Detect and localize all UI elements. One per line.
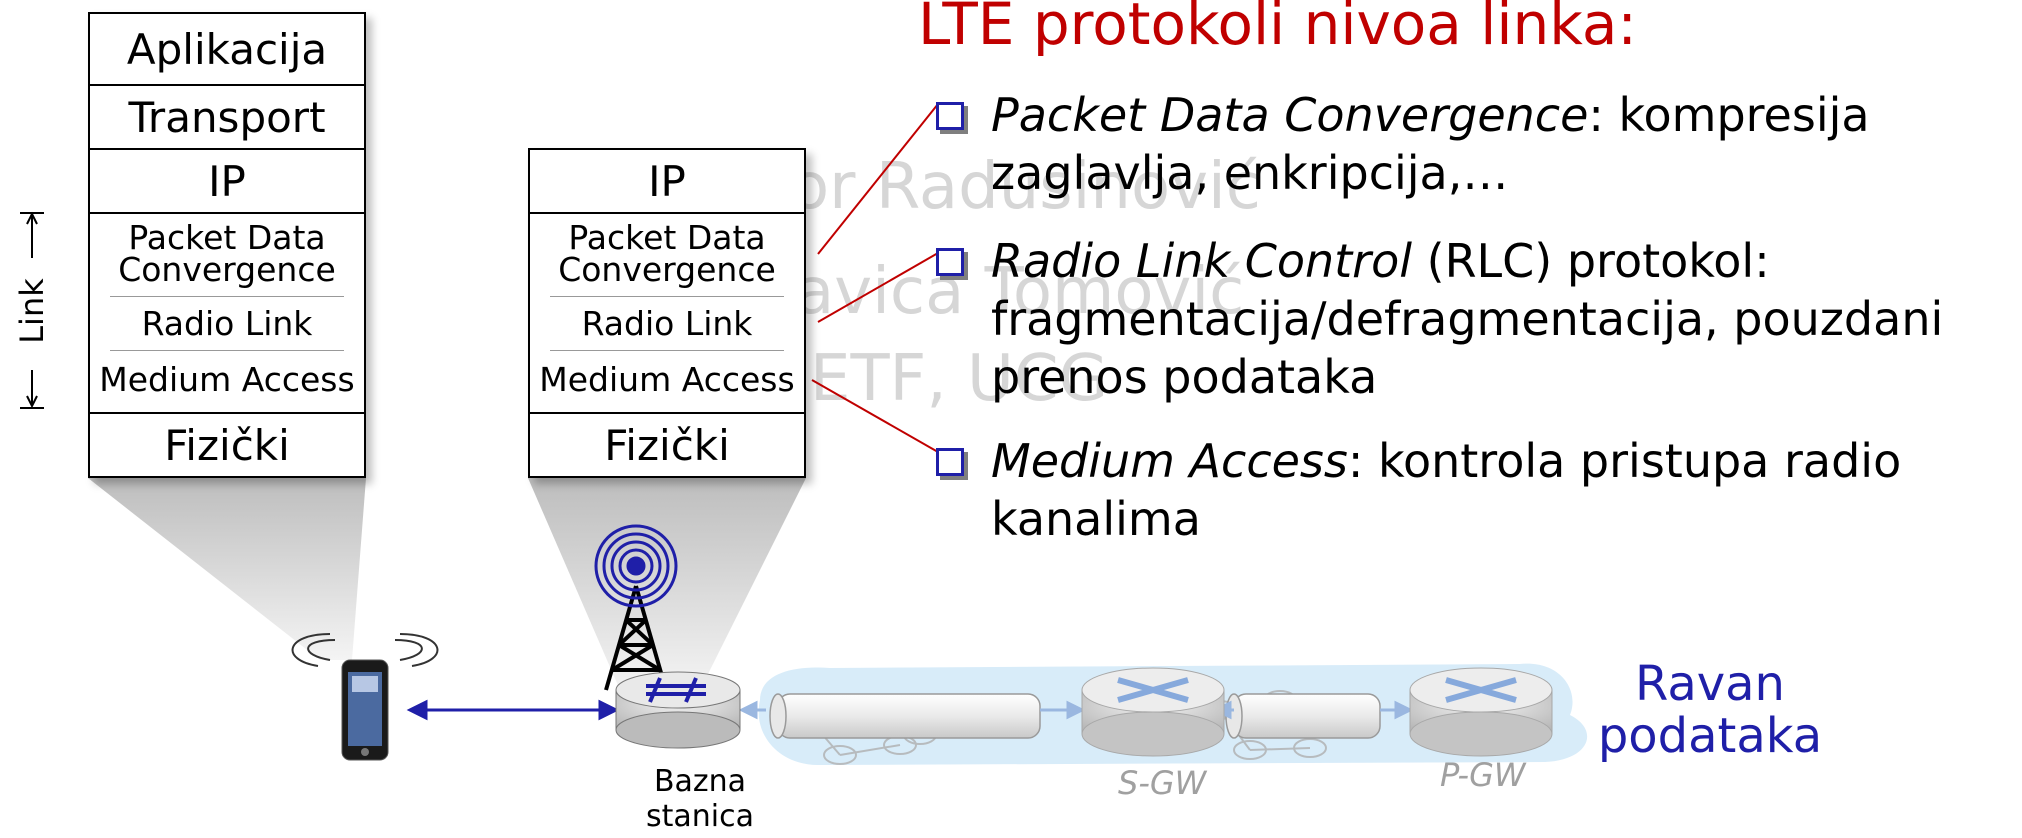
watermark-line-3: ETF, UCG: [810, 342, 1109, 416]
tunnel-1: [769, 693, 1041, 739]
phone-beam: [88, 478, 366, 660]
layer-medium-access: Medium Access: [539, 360, 795, 399]
bullet-term: Medium Access: [991, 434, 1348, 488]
p-gw-router-icon: [1409, 667, 1553, 757]
bullet-box-icon: [936, 248, 964, 276]
layer-radio-link: Radio Link: [581, 304, 753, 343]
layer-medium-access: Medium Access: [99, 360, 355, 399]
bullet-radio-link-control: Radio Link Control (RLC) protokol: fragm…: [936, 232, 2006, 412]
p-gw-label: P-GW: [1440, 756, 1526, 794]
layer-divider: [90, 84, 364, 86]
tunnel-2: [1225, 693, 1381, 739]
layer-physical: Fizički: [164, 420, 290, 470]
phone-signal-icon: [291, 633, 439, 667]
data-plane-label: Ravan podataka: [1597, 656, 1823, 764]
layer-physical: Fizički: [604, 420, 730, 470]
bullet-term: Radio Link Control: [991, 234, 1413, 288]
bullet-rest: : kompresija zaglavlja, enkripcija,…: [991, 88, 1870, 200]
sublayer-divider: [550, 296, 784, 297]
layer-packet-data-convergence: Packet Data Convergence: [558, 218, 776, 289]
layer-application: Aplikacija: [126, 24, 328, 74]
layer-radio-link: Radio Link: [141, 304, 313, 343]
bullet-box-icon: [936, 102, 964, 130]
layer-divider: [90, 148, 364, 150]
bullet-box-icon: [936, 448, 964, 476]
slide-title: LTE protokoli nivoa linka:: [918, 0, 1637, 58]
link-bracket: [20, 211, 44, 409]
bullet-text: Medium Access: kontrola pristupa radio k…: [991, 432, 2006, 548]
bullet-text: Radio Link Control (RLC) protokol: fragm…: [991, 232, 2006, 406]
phone-icon: [341, 659, 389, 761]
bullet-rest: : kontrola pristupa radio kanalima: [991, 434, 1902, 546]
sublayer-divider: [110, 296, 344, 297]
bullet-medium-access: Medium Access: kontrola pristupa radio k…: [936, 432, 2006, 552]
bullet-text: Packet Data Convergence: kompresija zagl…: [991, 86, 2006, 202]
layer-packet-data-convergence: Packet Data Convergence: [118, 218, 336, 289]
s-gw-router-icon: [1081, 667, 1225, 757]
pointer-lines: [811, 103, 939, 453]
layer-divider: [530, 212, 804, 214]
radio-link-arrow: [406, 699, 620, 721]
layer-ip: IP: [648, 156, 686, 206]
watermark-line-1: or Radusinović: [790, 150, 1261, 224]
layer-ip: IP: [208, 156, 246, 206]
link-span-label: Link: [13, 278, 51, 344]
bullet-packet-data-convergence: Packet Data Convergence: kompresija zagl…: [936, 86, 2006, 206]
base-station-beam: [528, 478, 806, 690]
bullet-rest: (RLC) protokol: fragmentacija/defragment…: [991, 234, 1944, 404]
tower-antenna-signal-icon: [594, 524, 678, 608]
sublayer-divider: [110, 350, 344, 351]
bullet-term: Packet Data Convergence: [991, 88, 1589, 142]
layer-divider: [530, 412, 804, 414]
sublayer-divider: [550, 350, 784, 351]
layer-divider: [90, 412, 364, 414]
layer-divider: [90, 212, 364, 214]
device-protocol-stack: Aplikacija Transport IP Packet Data Conv…: [88, 12, 366, 478]
s-gw-label: S-GW: [1118, 764, 1207, 802]
base-station-protocol-stack: IP Packet Data Convergence Radio Link Me…: [528, 148, 806, 478]
layer-transport: Transport: [128, 92, 326, 142]
base-station-router-icon: [615, 671, 741, 749]
base-station-label: Bazna stanica: [645, 764, 754, 834]
